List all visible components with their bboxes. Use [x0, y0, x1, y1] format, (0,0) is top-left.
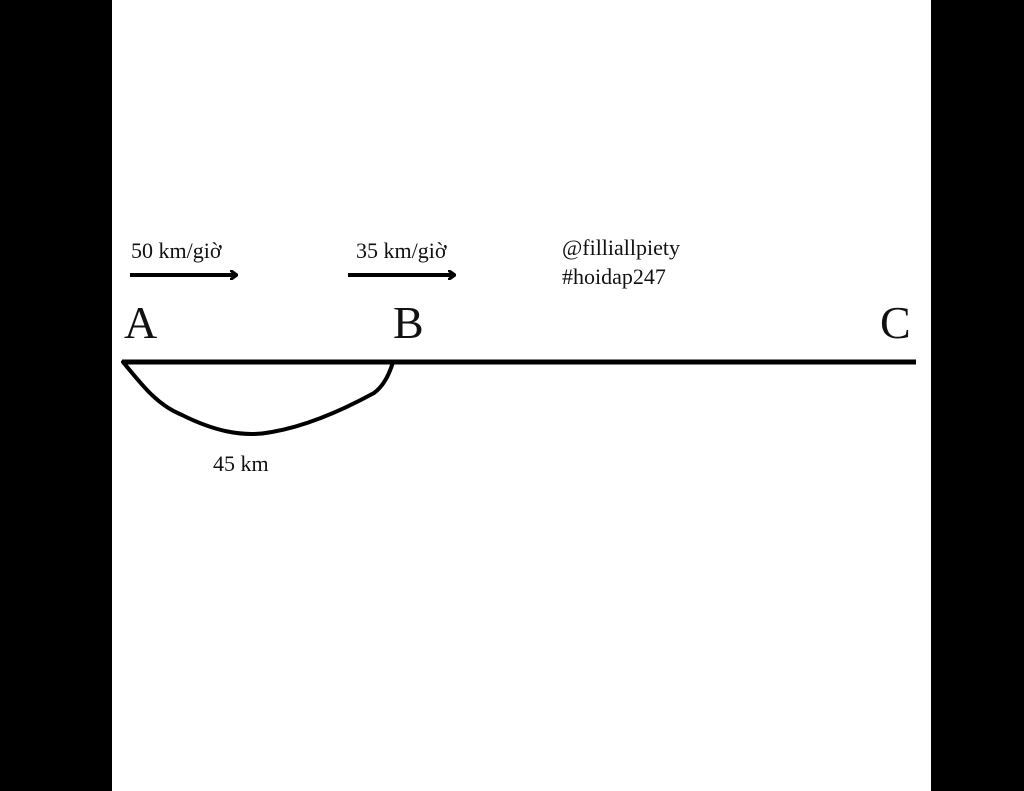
point-label-a: A — [124, 297, 157, 348]
motion-diagram: 50 km/giờ 35 km/giờ @filliallpiety #hoid… — [121, 235, 916, 476]
point-label-c: C — [880, 297, 911, 348]
speed-label-a: 50 km/giờ — [131, 238, 222, 263]
watermark-tag: #hoidap247 — [562, 264, 666, 289]
speed-label-b: 35 km/giờ — [356, 238, 447, 263]
diagram-canvas: 50 km/giờ 35 km/giờ @filliallpiety #hoid… — [112, 0, 931, 791]
distance-brace — [121, 360, 395, 436]
watermark-handle: @filliallpiety — [562, 235, 680, 260]
point-label-b: B — [393, 297, 424, 348]
distance-label: 45 km — [213, 451, 269, 476]
